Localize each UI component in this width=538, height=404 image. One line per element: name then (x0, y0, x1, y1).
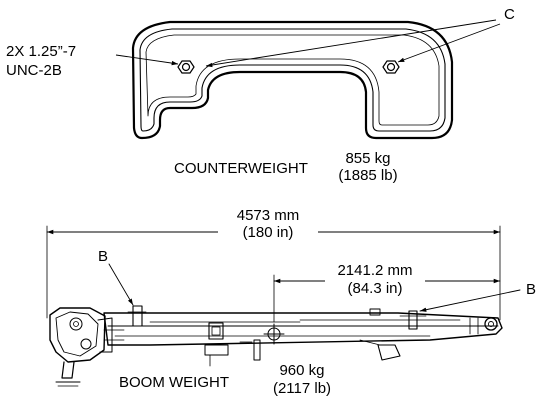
callout-c-label: C (504, 6, 515, 23)
thread-spec-label-line2: UNC-2B (6, 62, 62, 79)
callout-b-left-label: B (98, 248, 109, 265)
counterweight-outline (131, 20, 454, 140)
overall-length-in-label: (180 in) (218, 224, 318, 241)
counterweight-weight-lb: (1885 lb) (338, 167, 398, 184)
counterweight-inner-outline (139, 28, 446, 132)
overall-length-mm-label: 4573 mm (208, 207, 328, 224)
boom-weight-kg: 960 kg (262, 362, 342, 379)
boom-weight-lb: (2117 lb) (258, 380, 346, 397)
center-of-gravity-symbol (263, 323, 285, 345)
thread-nut-right (382, 60, 400, 74)
counterweight-title: COUNTERWEIGHT (174, 160, 308, 177)
counterweight-weight-kg: 855 kg (345, 150, 391, 167)
cg-distance-in-label: (84.3 in) (325, 280, 425, 297)
boom-weight-title: BOOM WEIGHT (119, 374, 229, 391)
cg-distance-mm-label: 2141.2 mm (315, 262, 435, 279)
boom-body (103, 312, 503, 346)
thread-spec-label-line1: 2X 1.25”-7 (6, 43, 77, 60)
counterweight-drawing (115, 19, 501, 140)
thread-nut-left (177, 60, 195, 74)
callout-b-right-label: B (526, 281, 537, 298)
